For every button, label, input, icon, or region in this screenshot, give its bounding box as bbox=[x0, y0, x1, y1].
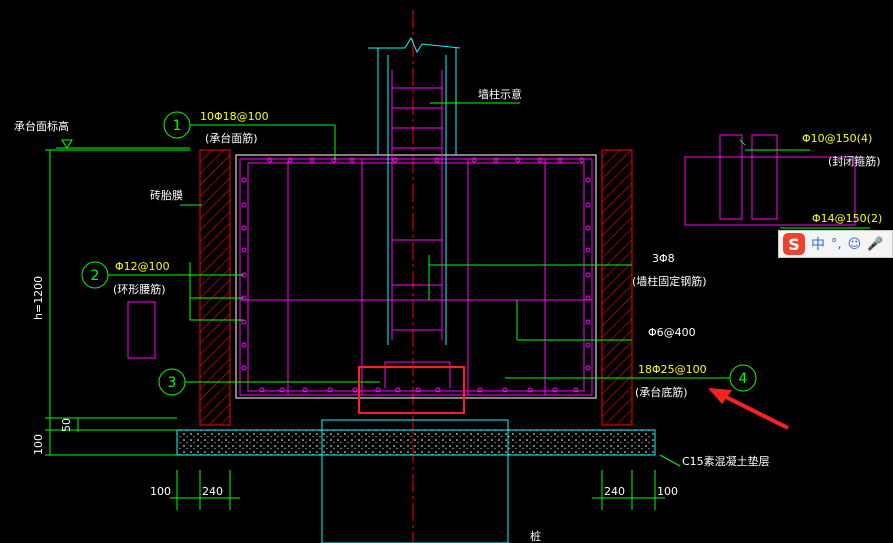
label-fix-bar-name: (墙柱固定钢筋) bbox=[632, 274, 707, 288]
brick-mold-left bbox=[199, 149, 231, 426]
label-dim-100-left: 100 bbox=[32, 434, 45, 455]
label-dim-240-br: 240 bbox=[604, 485, 625, 498]
ime-mode-toggle[interactable]: 中 bbox=[811, 237, 825, 253]
label-bottom-bar-spec: 18Φ25@100 bbox=[638, 363, 707, 376]
rebar-dots bbox=[241, 157, 591, 393]
elevation-marker bbox=[61, 139, 73, 149]
sogou-logo-icon[interactable]: S bbox=[783, 233, 805, 255]
detail-rect-left bbox=[127, 301, 156, 359]
label-cushion: C15素混凝土垫层 bbox=[682, 454, 770, 468]
detail-section bbox=[684, 134, 856, 226]
callout-circles bbox=[81, 111, 757, 396]
brick-mold-right bbox=[601, 149, 633, 426]
label-brick-mold: 砖胎膜 bbox=[150, 188, 183, 202]
cap-rebar bbox=[239, 158, 593, 396]
ime-toolbar[interactable]: S 中 °, ☺ 🎤 bbox=[778, 230, 893, 258]
callout-3: 3 bbox=[168, 375, 177, 391]
highlight-box bbox=[358, 366, 465, 414]
label-wall-col-note: 墙柱示意 bbox=[478, 87, 522, 101]
callout-4: 4 bbox=[739, 371, 748, 387]
label-closed-stirrup-spec: Φ10@150(4) bbox=[802, 132, 872, 145]
label-side-bar-spec: Φ14@150(2) bbox=[812, 212, 882, 225]
callout-1: 1 bbox=[173, 118, 182, 134]
callout-2: 2 bbox=[91, 268, 100, 284]
wall-column-bars bbox=[384, 70, 451, 388]
label-tie-spec: Φ6@400 bbox=[648, 326, 696, 339]
label-dim-100-br: 100 bbox=[657, 485, 678, 498]
label-top-bar-spec: 10Φ18@100 bbox=[200, 110, 269, 123]
label-dim-240-bl: 240 bbox=[202, 485, 223, 498]
dimension-lines bbox=[45, 149, 681, 510]
microphone-icon[interactable]: 🎤 bbox=[867, 236, 884, 252]
label-bottom-bar-name: (承台底筋) bbox=[635, 385, 688, 399]
label-dim-50: 50 bbox=[60, 418, 73, 432]
detail-leaders bbox=[739, 139, 870, 229]
emoji-icon[interactable]: ☺ bbox=[847, 236, 862, 252]
label-cap-top-elev: 承台面标高 bbox=[14, 119, 69, 133]
pile bbox=[321, 419, 509, 543]
red-arrow bbox=[708, 388, 789, 430]
punctuation-toggle[interactable]: °, bbox=[831, 236, 842, 252]
label-top-bar-name: (承台面筋) bbox=[205, 131, 258, 145]
label-height-dim: h=1200 bbox=[32, 276, 45, 320]
label-fix-bar-spec: 3Φ8 bbox=[652, 252, 675, 265]
leader-lines bbox=[56, 102, 730, 383]
label-stirrup-name: (环形腰筋) bbox=[113, 282, 166, 296]
cushion-layer bbox=[176, 429, 656, 456]
label-dim-100-bl: 100 bbox=[150, 485, 171, 498]
label-stirrup-spec: Φ12@100 bbox=[115, 260, 170, 273]
cap-outline bbox=[235, 154, 597, 399]
wall-column bbox=[368, 36, 461, 345]
label-pile: 桩 bbox=[530, 529, 541, 543]
label-closed-stirrup-name: (封闭箍筋) bbox=[828, 154, 881, 168]
